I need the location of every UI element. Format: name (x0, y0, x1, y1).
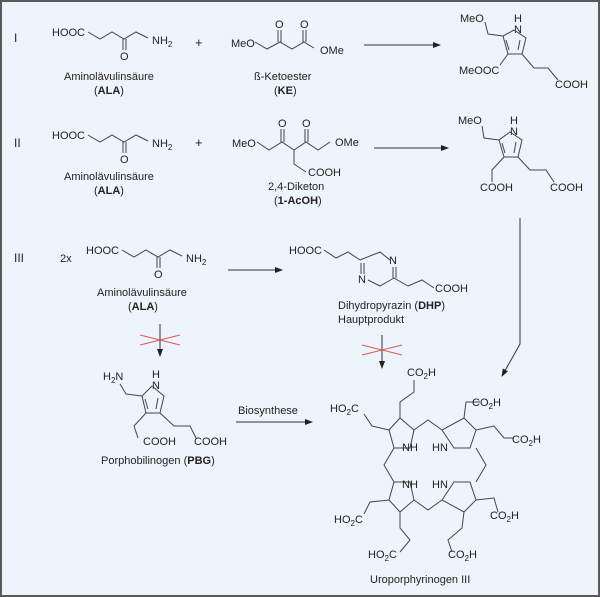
ala-label-2: Aminolävulinsäure (64, 171, 154, 183)
svg-text:HN: HN (432, 479, 448, 491)
svg-text:CO2H: CO2H (490, 510, 519, 524)
svg-text:CO2H: CO2H (512, 434, 541, 448)
arrow-pyrrole-to-uro (501, 218, 521, 377)
ala-label-1: Aminolävulinsäure (64, 71, 154, 83)
svg-text:N: N (389, 255, 397, 267)
svg-text:NH: NH (402, 442, 418, 454)
svg-text:O: O (120, 154, 129, 166)
svg-text:N: N (510, 126, 518, 138)
svg-text:NH: NH (402, 479, 418, 491)
row-numeral-III: III (14, 251, 24, 265)
svg-text:HOOC: HOOC (289, 245, 322, 257)
ala-abbr-1: (ALA) (94, 85, 124, 97)
svg-text:NH2: NH2 (186, 253, 207, 267)
svg-text:COOH: COOH (550, 182, 583, 194)
svg-text:O: O (154, 269, 163, 281)
svg-text:O: O (300, 19, 309, 31)
diketone-label: 2,4-Diketon (268, 181, 324, 193)
svg-text:MeO: MeO (460, 13, 484, 25)
svg-text:MeOOC: MeOOC (459, 65, 499, 77)
svg-text:HOOC: HOOC (52, 27, 85, 39)
dhp-label: Dihydropyrazin (DHP) (338, 300, 445, 312)
svg-text:COOH: COOH (480, 182, 513, 194)
svg-text:CO2H: CO2H (472, 397, 501, 411)
svg-text:O: O (278, 118, 287, 130)
pbg-label: Porphobilinogen (PBG) (101, 455, 215, 467)
svg-text:H: H (152, 369, 160, 381)
ke-abbr: (KE) (274, 85, 297, 97)
ala-structure-2: HOOC O NH2 (52, 130, 173, 166)
svg-text:H2N: H2N (103, 371, 123, 385)
svg-text:O: O (302, 118, 311, 130)
svg-text:MeO: MeO (231, 38, 255, 50)
svg-text:HN: HN (432, 442, 448, 454)
svg-text:O: O (275, 19, 284, 31)
plus-sign-1: + (195, 35, 203, 50)
multiplier: 2x (60, 253, 72, 265)
svg-text:H: H (514, 13, 522, 25)
ke-label: ß-Ketoester (254, 71, 312, 83)
uroporphyrinogen-structure: NH HN NH HN CO2H HO2C CO2H CO2H HO2C HO2… (330, 367, 541, 563)
svg-text:HOOC: HOOC (86, 245, 119, 257)
svg-text:O: O (120, 51, 129, 63)
svg-text:HOOC: HOOC (52, 130, 85, 142)
svg-text:NH2: NH2 (152, 138, 173, 152)
pbg-structure: H2N H N COOH COOH (103, 369, 227, 448)
co2h: CO2H (407, 367, 436, 381)
svg-text:OMe: OMe (320, 45, 344, 57)
ala-abbr-3: (ALA) (128, 301, 158, 313)
dhp-note: Hauptprodukt (338, 314, 404, 326)
svg-text:N: N (358, 274, 366, 286)
pyrrole-product-I: MeO H N MeOOC COOH (459, 13, 588, 91)
svg-text:MeO: MeO (232, 138, 256, 150)
svg-text:N: N (152, 380, 160, 392)
plus-sign-2: + (195, 135, 203, 150)
svg-text:COOH: COOH (308, 167, 341, 179)
svg-text:COOH: COOH (435, 283, 468, 295)
ala-label-3: Aminolävulinsäure (97, 287, 187, 299)
diketone-abbr: (1-AcOH) (274, 195, 322, 207)
dihydropyrazine-structure: HOOC N N COOH (289, 245, 468, 295)
row-numeral-I: I (14, 31, 17, 45)
ala-structure-3: HOOC O NH2 (86, 245, 207, 281)
svg-text:HO2C: HO2C (368, 549, 397, 563)
svg-text:NH2: NH2 (152, 35, 173, 49)
svg-text:HO2C: HO2C (334, 514, 363, 528)
svg-text:CO2H: CO2H (448, 549, 477, 563)
svg-text:MeO: MeO (458, 115, 482, 127)
svg-text:H: H (510, 115, 518, 127)
svg-text:COOH: COOH (194, 436, 227, 448)
pyrrole-product-II: MeO H N COOH COOH (458, 115, 583, 194)
svg-text:N: N (514, 24, 522, 36)
svg-text:HO2C: HO2C (330, 403, 359, 417)
svg-text:OMe: OMe (335, 137, 359, 149)
ala-structure-1: HOOC O NH2 (52, 27, 173, 63)
svg-text:COOH: COOH (143, 436, 176, 448)
row-numeral-II: II (14, 136, 21, 150)
diketone-structure: MeO O O OMe COOH (232, 118, 359, 179)
uroporphyrinogen-label: Uroporphyrinogen III (370, 574, 470, 586)
biosynthesis-label: Biosynthese (238, 405, 298, 417)
ala-abbr-2: (ALA) (94, 185, 124, 197)
ketoester-structure: MeO O O OMe (231, 19, 344, 57)
svg-text:COOH: COOH (555, 79, 588, 91)
